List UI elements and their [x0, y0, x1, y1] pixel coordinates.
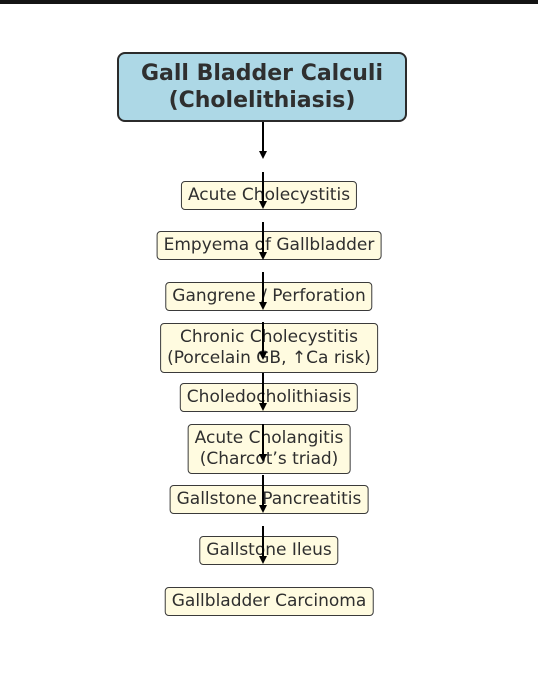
node-acute-cholangitis: Acute Cholangitis (Charcot’s triad) [187, 424, 351, 474]
node-gangrene-perforation: Gangrene / Perforation [165, 282, 373, 311]
node-acute-cholecystitis: Acute Cholecystitis [180, 181, 358, 210]
node-gallbladder-carcinoma: Gallbladder Carcinoma [164, 587, 374, 616]
node-sublabel: (Charcot’s triad) [199, 449, 339, 469]
node-label: Gallstone Pancreatitis [176, 489, 362, 509]
node-label: Chronic Cholecystitis [179, 327, 359, 347]
node-label: Gangrene / Perforation [172, 286, 366, 306]
node-label: Gallbladder Carcinoma [171, 591, 367, 611]
node-empyema: Empyema of Gallbladder [156, 231, 382, 260]
node-choledocholithiasis: Choledocholithiasis [179, 383, 359, 412]
title-line-2: (Cholelithiasis) [168, 88, 356, 113]
node-gallstone-ileus: Gallstone Ileus [199, 536, 339, 565]
node-label: Choledocholithiasis [186, 387, 352, 407]
node-label: Gallstone Ileus [206, 540, 332, 560]
node-label: Acute Cholangitis [194, 428, 344, 448]
node-label: Acute Cholecystitis [187, 185, 351, 205]
node-label: Empyema of Gallbladder [163, 235, 375, 255]
node-gallstone-pancreatitis: Gallstone Pancreatitis [169, 485, 369, 514]
title-box: Gall Bladder Calculi (Cholelithiasis) [117, 52, 407, 122]
top-border-strip [0, 0, 538, 4]
node-sublabel: (Porcelain GB, ↑Ca risk) [167, 348, 371, 368]
title-line-1: Gall Bladder Calculi [140, 61, 384, 86]
node-chronic-cholecystitis: Chronic Cholecystitis (Porcelain GB, ↑Ca… [160, 323, 378, 373]
